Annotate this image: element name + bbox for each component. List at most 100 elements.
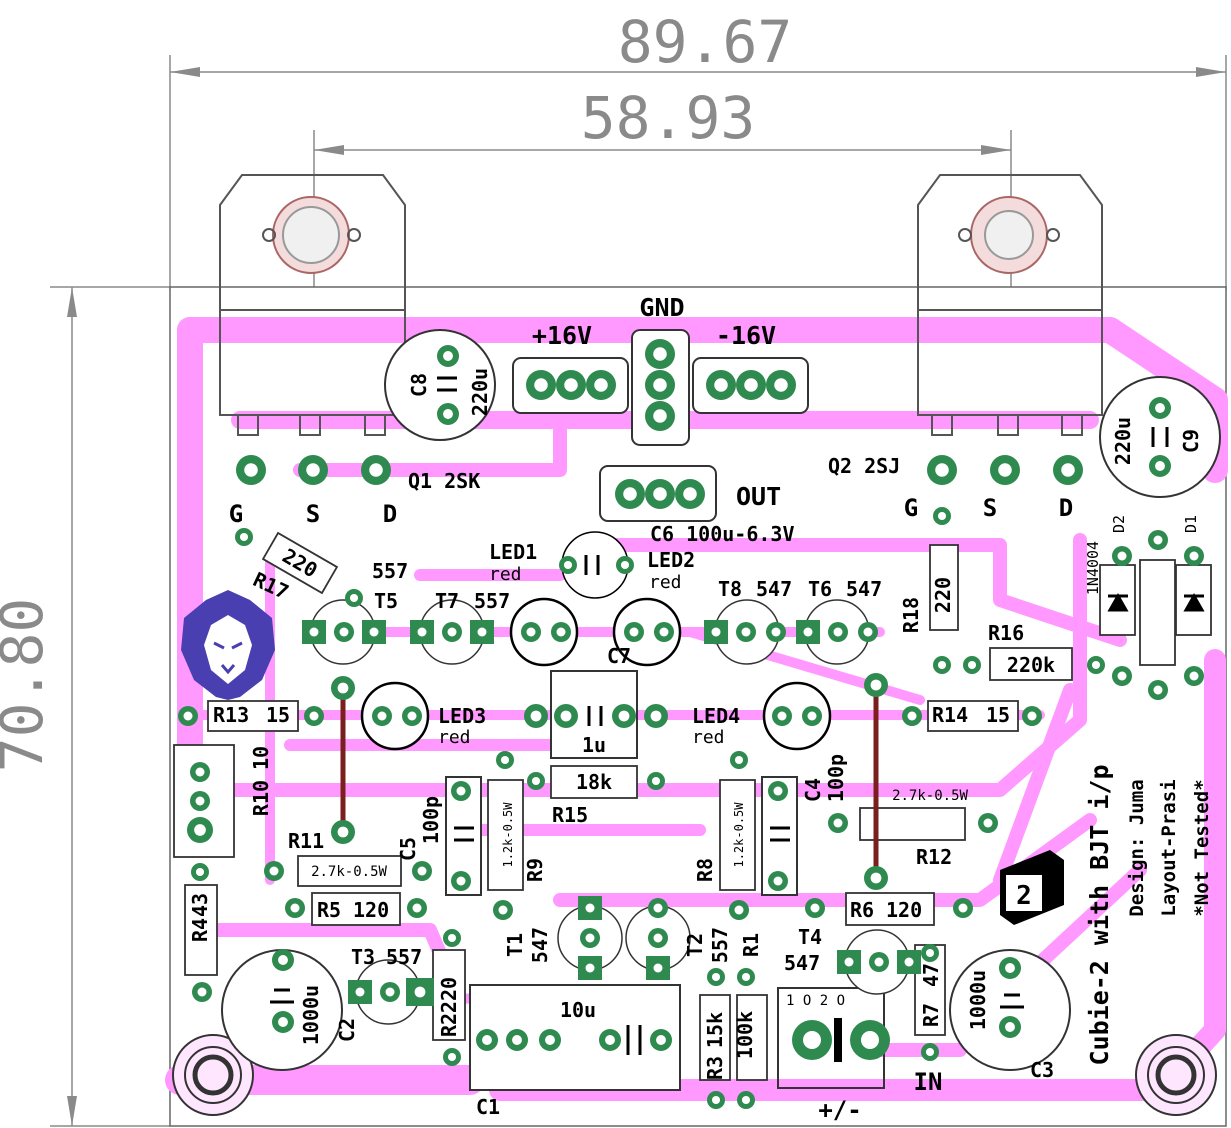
pad-hole	[734, 755, 744, 765]
pad-hole	[618, 710, 630, 722]
label-c6: C6 100u-6.3V	[650, 522, 795, 546]
label-c8: C8	[407, 373, 431, 397]
pad-hole	[870, 679, 882, 691]
pad-hole	[407, 711, 417, 721]
label-neg16v: -16V	[716, 321, 776, 350]
pad-hole	[741, 972, 751, 982]
pad-hole	[777, 711, 787, 721]
pad-hole	[1005, 963, 1015, 973]
label-r8-value: 1.2k-0.5W	[732, 802, 746, 868]
label-led4: LED4	[692, 704, 740, 728]
label-q1-d: D	[383, 500, 397, 528]
pad-hole	[653, 963, 663, 973]
pad-hole	[741, 627, 751, 637]
label-t6: T6	[808, 577, 832, 601]
pad-hole	[443, 351, 453, 361]
pin-label-neg-1b: 1B	[746, 381, 757, 391]
pin-label-gnd-1b: 1B	[655, 381, 666, 391]
pad-hole	[337, 826, 349, 838]
pad-hole	[447, 1052, 457, 1062]
label-q1: Q1 2SK	[408, 469, 480, 493]
dimension-arrows	[67, 67, 1226, 1126]
pin-label-out-1c: 1C	[625, 490, 636, 500]
pad-hole	[653, 487, 667, 501]
pad-hole	[983, 818, 993, 828]
pad-hole	[925, 948, 935, 958]
pad-hole	[369, 463, 383, 477]
pad-hole	[278, 955, 288, 965]
label-r11-value: 2.7k-0.5W	[311, 864, 387, 880]
label-r10-value: 10	[249, 746, 273, 770]
label-t2: T2	[683, 933, 707, 957]
pad-hole	[958, 903, 968, 913]
pad-hole	[937, 660, 947, 670]
label-r4: R4	[188, 918, 212, 942]
layer-number: 2	[1016, 881, 1032, 911]
pad-hole	[290, 903, 300, 913]
capacitor-outlines	[221, 329, 1221, 1091]
dim-inner-width: 58.93	[581, 84, 756, 152]
component-symbols	[270, 376, 1205, 1062]
pin-label-neg-1c: 1C	[716, 381, 727, 391]
heatsink-q2	[917, 174, 1103, 436]
label-r11: R11	[288, 829, 324, 853]
label-r18: R18	[899, 597, 923, 633]
label-r9: R9	[523, 858, 547, 882]
label-r6-value: 120	[886, 898, 922, 922]
pad-hole	[385, 987, 395, 997]
label-d1: D1	[1182, 515, 1200, 533]
pad-hole	[629, 627, 639, 637]
pad-hole	[369, 627, 379, 637]
label-t7-value: 557	[474, 589, 510, 613]
label-t1: T1	[503, 933, 527, 957]
pad-hole	[309, 711, 319, 721]
mounting-holes	[172, 1034, 1217, 1116]
pad-hole	[183, 711, 193, 721]
pad-hole	[833, 818, 843, 828]
pad-hole	[309, 627, 319, 637]
pad-hole	[1155, 461, 1165, 471]
label-r10: R10	[249, 780, 273, 816]
pad-hole	[195, 767, 205, 777]
label-q2-d: D	[1059, 494, 1073, 522]
label-t4-value: 547	[784, 951, 820, 975]
label-d2-value: 1N4004	[1084, 541, 1102, 595]
label-t3-value: 557	[386, 945, 422, 969]
pad-hole	[683, 487, 697, 501]
label-r16: R16	[988, 621, 1024, 645]
label-q1-s: S	[306, 500, 320, 528]
label-r3: R3	[703, 1056, 727, 1080]
label-led2-color: red	[649, 572, 682, 593]
pad-hole	[1189, 551, 1199, 561]
label-in: IN	[914, 1068, 943, 1096]
pad-hole	[244, 463, 258, 477]
lion-logo	[181, 590, 275, 700]
pads	[178, 339, 1204, 1109]
pad-hole	[1155, 403, 1165, 413]
layer-badge	[1000, 850, 1064, 925]
pad-hole	[711, 972, 721, 982]
label-t2-value: 557	[708, 927, 732, 963]
pad-hole	[937, 511, 947, 521]
pad-hole	[355, 987, 365, 997]
label-t8-value: 547	[756, 577, 792, 601]
label-pos16v: +16V	[532, 321, 592, 350]
pad-hole	[653, 933, 663, 943]
pad-hole	[874, 957, 884, 967]
label-c9-value: 220u	[1111, 417, 1135, 465]
label-t8: T8	[718, 577, 742, 601]
pin-label-neg-1a: 1A	[776, 381, 787, 391]
pad-hole	[833, 627, 843, 637]
pad-hole	[447, 627, 457, 637]
pad-hole	[656, 1035, 666, 1045]
pad-hole	[337, 682, 349, 694]
pad-hole	[803, 627, 813, 637]
pad-hole	[534, 378, 548, 392]
pad-hole	[904, 957, 914, 967]
pad-hole	[653, 347, 667, 361]
label-c4: C4	[801, 778, 825, 802]
label-r15: R15	[552, 803, 588, 827]
pin-label-gnd-1a: 1A	[655, 350, 666, 360]
pad-hole	[863, 627, 873, 637]
pad-hole	[339, 627, 349, 637]
